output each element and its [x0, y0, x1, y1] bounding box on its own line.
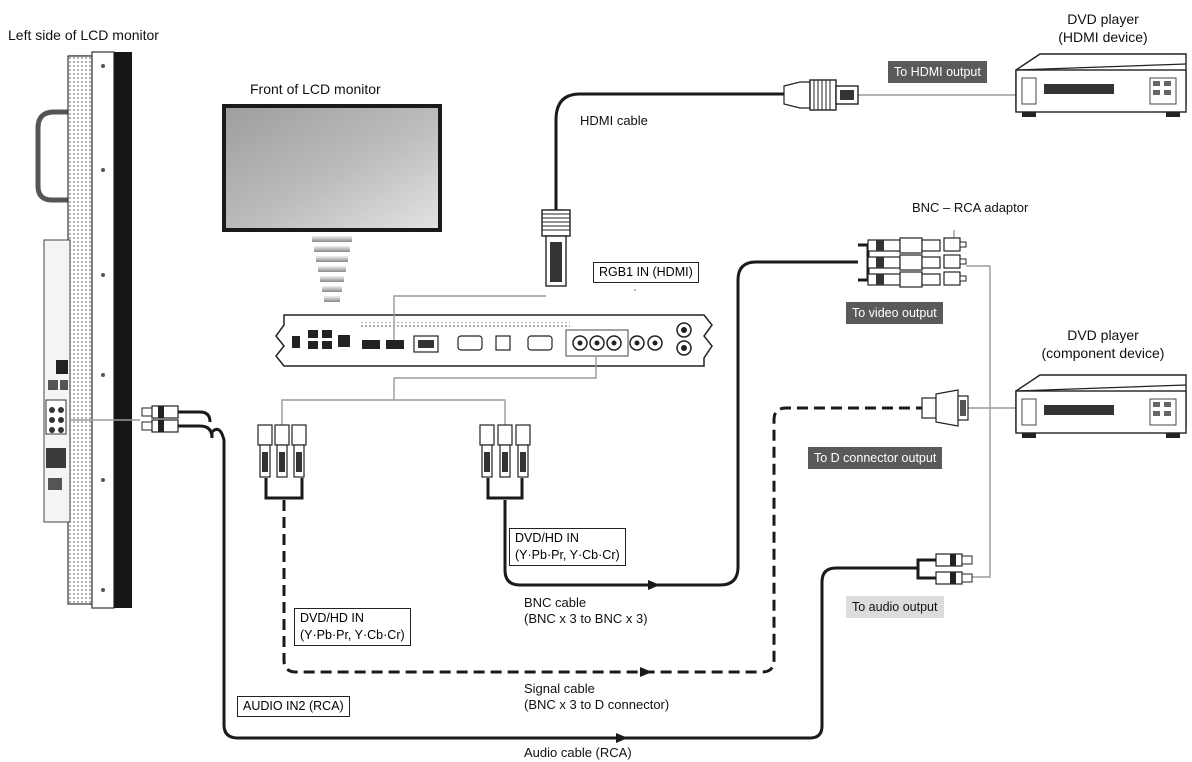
tag-to-audio-output: To audio output [846, 596, 944, 618]
dvd-player-component-device [1015, 374, 1187, 438]
terminal-panel [275, 314, 713, 367]
label-bnc-cable-detail: (BNC x 3 to BNC x 3) [524, 611, 648, 626]
label-signal-cable-detail: (BNC x 3 to D connector) [524, 697, 670, 712]
audio-cable [178, 424, 918, 740]
label-bnc-cable: BNC cable [524, 595, 587, 610]
label-dvd-hd-in-left-line1: DVD/HD IN [300, 611, 364, 625]
label-signal-cable: Signal cable [524, 681, 595, 696]
label-audio-in2: AUDIO IN2 (RCA) [237, 696, 350, 717]
monitor-front-view [222, 104, 442, 302]
rca-plugs-monitor [141, 405, 179, 433]
rca-plugs-audio-output [935, 553, 973, 585]
leader-lines [70, 94, 1016, 578]
label-bnc-rca-adaptor: BNC – RCA adaptor [912, 200, 1029, 215]
d-connector-plug [921, 389, 969, 427]
label-dvd-hd-in-right-line2: (Y·Pb·Pr, Y·Cb·Cr) [515, 548, 620, 562]
tag-to-hdmi-output: To HDMI output [888, 61, 987, 83]
label-dvd-hd-in-left-line2: (Y·Pb·Pr, Y·Cb·Cr) [300, 628, 405, 642]
label-dvd-hd-in-right-line1: DVD/HD IN [515, 531, 579, 545]
direction-arrows [616, 580, 660, 743]
label-front: Front of LCD monitor [250, 81, 381, 97]
signal-cable [282, 406, 922, 674]
label-dvd-component-subtitle: (component device) [1041, 345, 1165, 361]
monitor-side-view [35, 51, 132, 609]
label-rgb1-in: RGB1 IN (HDMI) [593, 262, 699, 283]
label-hdmi-cable: HDMI cable [580, 113, 648, 128]
bnc-connectors-left [257, 424, 307, 478]
bnc-connectors-right [479, 424, 531, 478]
bnc-rca-adaptor-group [858, 237, 967, 288]
label-dvd-hdmi-title: DVD player [1067, 11, 1139, 27]
dvd-player-hdmi-device [1015, 53, 1187, 117]
hdmi-cable [541, 79, 859, 287]
label-dvd-hdmi-subtitle: (HDMI device) [1058, 29, 1148, 45]
label-left-side: Left side of LCD monitor [8, 27, 159, 43]
bnc-cable [503, 260, 858, 587]
tag-to-video-output: To video output [846, 302, 943, 324]
tag-to-d-connector-output: To D connector output [808, 447, 943, 469]
label-dvd-hd-in-right: DVD/HD IN (Y·Pb·Pr, Y·Cb·Cr) [509, 528, 626, 566]
label-dvd-component-title: DVD player [1067, 327, 1139, 343]
label-dvd-hd-in-left: DVD/HD IN (Y·Pb·Pr, Y·Cb·Cr) [294, 608, 411, 646]
label-audio-cable: Audio cable (RCA) [524, 745, 632, 760]
